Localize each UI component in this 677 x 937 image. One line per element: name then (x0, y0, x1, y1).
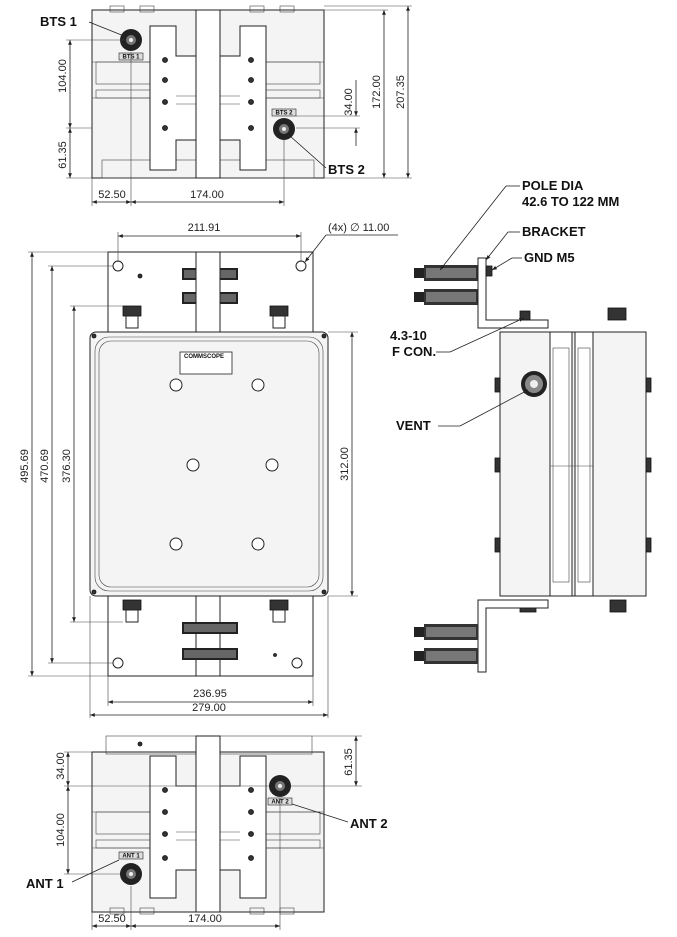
dim-61-35-top: 61.35 (57, 141, 69, 169)
front-view: COMMSCOPE 211.91 (4x) ∅ 11.00 (19, 222, 398, 718)
vent-label: VENT (396, 418, 431, 433)
bts1-tag: BTS 1 (122, 55, 140, 61)
dim-34-bottom: 34.00 (55, 752, 67, 780)
side-top-bracket (414, 257, 627, 329)
commscope-badge: COMMSCOPE (184, 354, 224, 360)
dim-104-top: 104.00 (57, 59, 69, 93)
dim-236-95: 236.95 (193, 688, 227, 700)
ant1-tag: ANT 1 (122, 854, 140, 860)
side-bottom-bracket (414, 599, 627, 673)
front-view-dimensions: 211.91 (4x) ∅ 11.00 495.69 470.69 376.30… (19, 222, 398, 718)
connector-type-label: 4.3-10 (390, 328, 427, 343)
bts1-label: BTS 1 (40, 14, 77, 29)
top-view: BTS 1 BTS 2 BTS 1 BTS 2 104.00 61.35 (40, 5, 412, 206)
dim-211-91: 211.91 (188, 222, 221, 234)
dim-376-30: 376.30 (61, 449, 73, 483)
dim-52-50-bottom: 52.50 (98, 913, 126, 925)
top-view-bracket (149, 9, 267, 179)
bts2-tag: BTS 2 (275, 111, 293, 117)
ant2-label: ANT 2 (350, 816, 388, 831)
ant1-label: ANT 1 (26, 876, 64, 891)
pole-range-label: 42.6 TO 122 MM (522, 194, 619, 209)
front-bottom-plate (107, 595, 314, 677)
bottom-view-dimensions: 34.00 104.00 61.35 52.50 174.00 (55, 735, 362, 930)
gnd-label: GND M5 (524, 250, 575, 265)
dim-174-top: 174.00 (190, 189, 224, 201)
ant2-tag: ANT 2 (271, 800, 289, 806)
bracket-label: BRACKET (522, 224, 586, 239)
front-enclosure: COMMSCOPE (89, 331, 329, 597)
bts2-connector: BTS 2 (271, 108, 297, 140)
bottom-view-bracket (149, 735, 267, 913)
vent-plug (521, 371, 547, 397)
dim-52-50-top: 52.50 (98, 189, 126, 201)
bottom-view: ANT 2 ANT 1 ANT 2 ANT 1 34.00 104.00 61.… (26, 735, 388, 930)
dim-279: 279.00 (192, 702, 226, 714)
dim-61-35-bottom: 61.35 (343, 748, 355, 776)
dim-495-69: 495.69 (19, 449, 31, 483)
dim-207-35-top: 207.35 (395, 75, 407, 109)
side-enclosure (494, 331, 652, 597)
connector-gender-label: F CON. (392, 344, 436, 359)
front-top-connectors (122, 305, 289, 329)
dim-104-bottom: 104.00 (55, 813, 67, 847)
bts2-label: BTS 2 (328, 162, 365, 177)
hole-callout: (4x) ∅ 11.00 (328, 222, 389, 234)
ant1-connector: ANT 1 (118, 851, 144, 885)
dim-34-top: 34.00 (343, 88, 355, 116)
dim-174-bottom: 174.00 (188, 913, 222, 925)
side-view: POLE DIA 42.6 TO 122 MM BRACKET GND M5 4… (390, 178, 652, 673)
dim-172-top: 172.00 (371, 75, 383, 109)
dim-470-69: 470.69 (39, 449, 51, 483)
top-view-dimensions: 104.00 61.35 34.00 172.00 207.35 52.50 1… (57, 5, 412, 206)
pole-dia-label: POLE DIA (522, 178, 584, 193)
dim-312: 312.00 (339, 447, 351, 481)
